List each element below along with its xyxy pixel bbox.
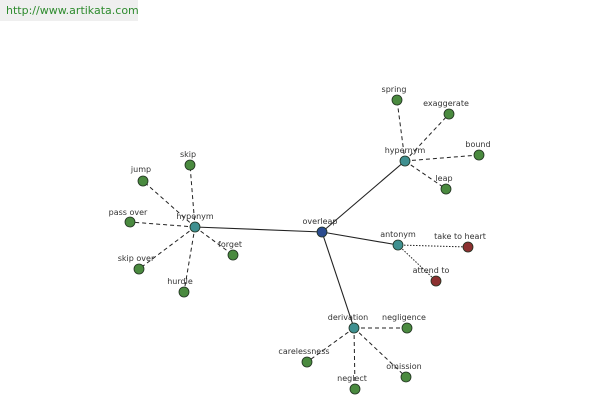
edge-center-hypernym: [321, 160, 406, 233]
word-node-pass-over[interactable]: pass over: [109, 208, 148, 228]
word-node-negligence-label: negligence: [382, 313, 426, 322]
word-node-skip[interactable]: skip: [180, 150, 196, 171]
graph-edges: [129, 99, 480, 390]
word-node-skip-label: skip: [180, 150, 196, 159]
word-node-bound[interactable]: bound: [465, 140, 491, 161]
word-node-neglect-label: neglect: [337, 374, 367, 383]
word-node-leap[interactable]: leap: [435, 174, 453, 195]
relation-node-hypernym-label: hypernym: [385, 146, 426, 155]
word-node-take-to-heart-label: take to heart: [434, 232, 486, 241]
edge-antonym-take-to-heart: [397, 244, 469, 248]
word-node-pass-over-label: pass over: [109, 208, 148, 217]
word-node-hurdle-dot[interactable]: [178, 286, 190, 298]
edge-hypernym-bound: [404, 154, 480, 162]
center-node-overleap-dot[interactable]: [316, 226, 328, 238]
word-node-take-to-heart-dot[interactable]: [462, 241, 474, 253]
word-node-omission-label: omission: [386, 362, 421, 371]
word-node-bound-label: bound: [465, 140, 490, 149]
edge-derivation-omission: [353, 327, 407, 378]
url-banner: http://www.artikata.com: [0, 0, 139, 21]
word-node-carelessness-label: carelessness: [278, 347, 329, 356]
word-node-carelessness-dot[interactable]: [301, 356, 313, 368]
word-node-spring-dot[interactable]: [391, 94, 403, 106]
word-node-exaggerate-dot[interactable]: [443, 108, 455, 120]
relation-node-hyponym-dot[interactable]: [189, 221, 201, 233]
graph-nodes: overleap hypernym spring exaggerate bound lea…: [109, 85, 491, 395]
word-node-spring-label: spring: [382, 85, 407, 94]
edge-center-derivation: [321, 231, 355, 329]
relation-node-derivation-label: derivation: [328, 313, 368, 322]
word-node-negligence[interactable]: negligence: [382, 313, 426, 334]
edge-center-hyponym: [194, 226, 323, 233]
edge-hyponym-forget: [194, 226, 234, 256]
word-node-take-to-heart[interactable]: take to heart: [434, 232, 486, 253]
word-node-leap-label: leap: [435, 174, 452, 183]
word-node-exaggerate-label: exaggerate: [423, 99, 469, 108]
word-node-omission-dot[interactable]: [400, 371, 412, 383]
edge-derivation-carelessness: [306, 327, 355, 363]
site-url-link[interactable]: http://www.artikata.com: [6, 4, 139, 17]
word-node-exaggerate[interactable]: exaggerate: [423, 99, 469, 120]
word-node-pass-over-dot[interactable]: [124, 216, 136, 228]
relation-node-derivation-dot[interactable]: [348, 322, 360, 334]
relation-node-derivation[interactable]: derivation: [328, 313, 368, 334]
word-node-skip-over-label: skip over: [118, 254, 155, 263]
edge-derivation-neglect: [353, 327, 356, 390]
word-node-jump-dot[interactable]: [137, 175, 149, 187]
word-node-bound-dot[interactable]: [473, 149, 485, 161]
word-node-forget[interactable]: forget: [218, 240, 242, 261]
edge-antonym-attend-to: [397, 244, 437, 282]
word-node-omission[interactable]: omission: [386, 362, 422, 383]
word-node-attend-to[interactable]: attend to: [413, 266, 450, 287]
word-node-carelessness[interactable]: carelessness: [278, 347, 330, 368]
word-node-negligence-dot[interactable]: [401, 322, 413, 334]
edge-hyponym-pass-over: [129, 221, 196, 228]
word-node-skip-over-dot[interactable]: [133, 263, 145, 275]
edge-hypernym-spring: [396, 99, 406, 162]
edge-hypernym-leap: [404, 160, 447, 190]
edge-hyponym-hurdle: [183, 226, 196, 293]
relation-node-hypernym-dot[interactable]: [399, 155, 411, 167]
center-node-overleap-label: overleap: [303, 217, 338, 226]
relation-node-hyponym[interactable]: hyponym: [176, 212, 214, 233]
word-node-hurdle-label: hurdle: [167, 277, 193, 286]
edge-hyponym-skip: [189, 164, 196, 228]
edge-hypernym-exaggerate: [404, 113, 450, 162]
relation-node-hyponym-label: hyponym: [176, 212, 214, 221]
word-node-skip-over[interactable]: skip over: [118, 254, 155, 275]
relation-node-hypernym[interactable]: hypernym: [385, 146, 426, 167]
relation-node-antonym[interactable]: antonym: [380, 230, 416, 251]
edge-center-antonym: [321, 231, 399, 246]
relation-node-antonym-label: antonym: [380, 230, 416, 239]
word-node-attend-to-dot[interactable]: [430, 275, 442, 287]
word-node-neglect[interactable]: neglect: [337, 374, 367, 395]
word-node-leap-dot[interactable]: [440, 183, 452, 195]
word-node-neglect-dot[interactable]: [349, 383, 361, 395]
word-node-skip-dot[interactable]: [184, 159, 196, 171]
word-node-forget-label: forget: [218, 240, 242, 249]
word-node-spring[interactable]: spring: [382, 85, 407, 106]
word-node-jump[interactable]: jump: [130, 165, 151, 187]
word-node-attend-to-label: attend to: [413, 266, 450, 275]
edge-hyponym-jump: [142, 180, 196, 228]
word-node-forget-dot[interactable]: [227, 249, 239, 261]
word-node-jump-label: jump: [130, 165, 151, 174]
word-node-hurdle[interactable]: hurdle: [167, 277, 193, 298]
edge-hyponym-skip-over: [138, 226, 196, 270]
relation-node-antonym-dot[interactable]: [392, 239, 404, 251]
center-node-overleap[interactable]: overleap: [303, 217, 338, 238]
